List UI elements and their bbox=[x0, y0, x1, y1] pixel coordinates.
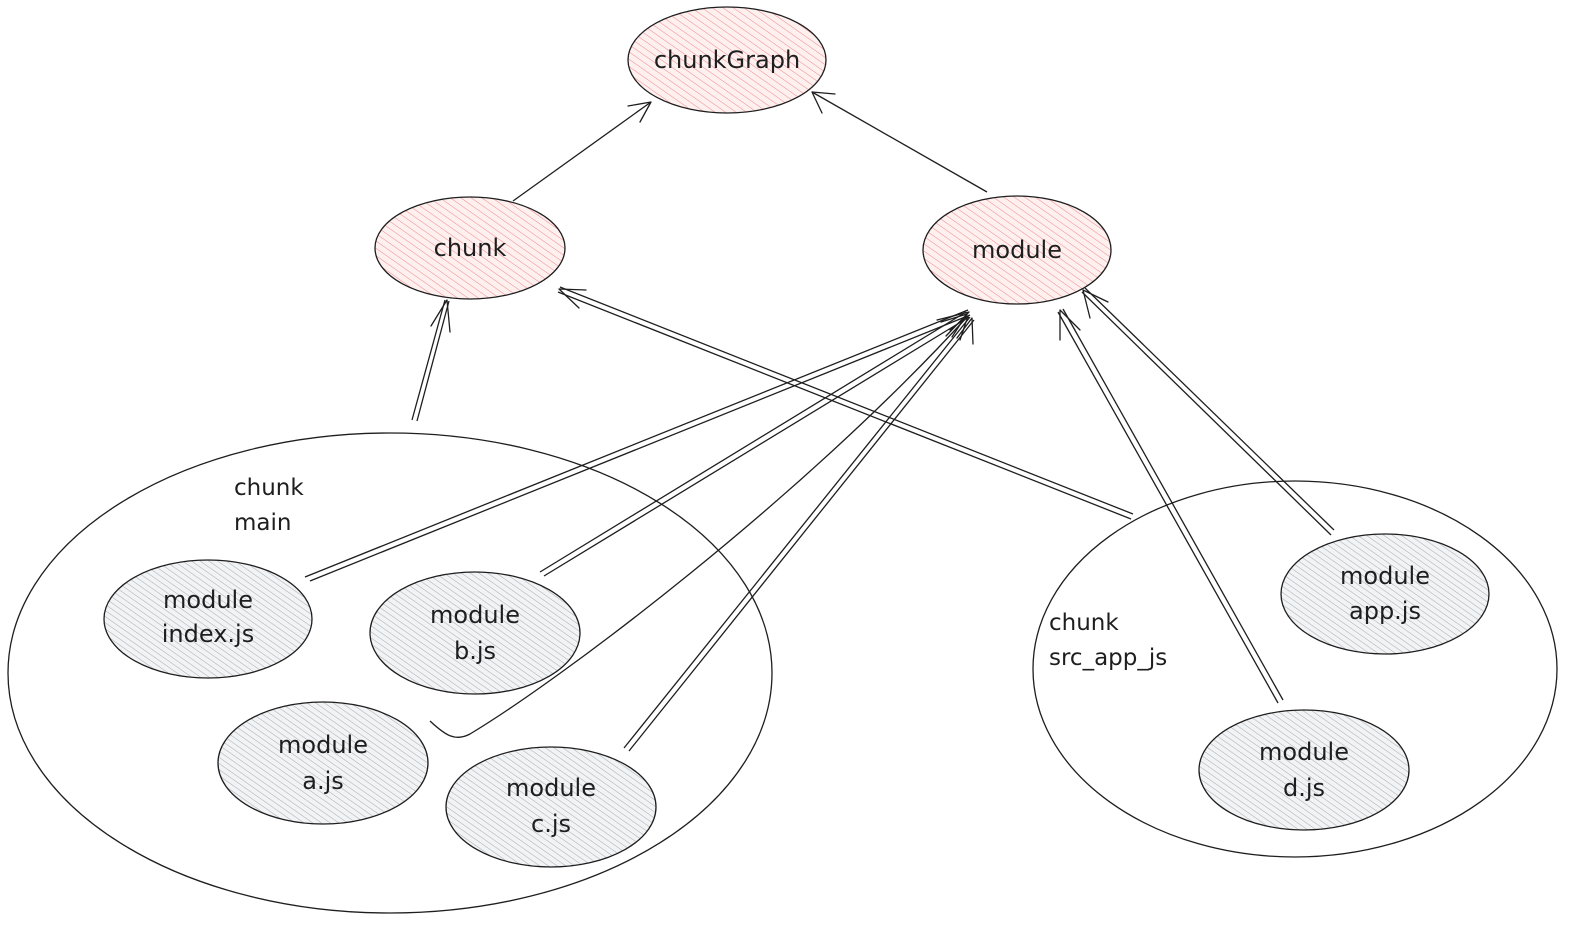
module-a-line1: module bbox=[278, 731, 368, 759]
edge-chunk-src-app-to-chunk bbox=[557, 286, 1134, 520]
edge-module-to-chunkgraph bbox=[811, 91, 988, 193]
group-src-app-title-line1: chunk bbox=[1049, 610, 1119, 636]
edges bbox=[304, 91, 1335, 752]
module-b-line1: module bbox=[430, 601, 520, 629]
module-c-line2: c.js bbox=[531, 810, 571, 838]
edge-c-to-module bbox=[623, 316, 975, 752]
module-index-js: module index.js bbox=[103, 559, 313, 679]
edge-a-to-module bbox=[429, 315, 969, 738]
module-app-line1: module bbox=[1340, 562, 1430, 590]
node-module-label: module bbox=[972, 236, 1062, 264]
module-c-js: module c.js bbox=[445, 746, 657, 868]
module-a-line2: a.js bbox=[302, 767, 344, 795]
module-b-js: module b.js bbox=[369, 571, 581, 695]
group-main-title-line1: chunk bbox=[234, 475, 304, 501]
group-chunk-src-app: chunk src_app_js bbox=[1032, 480, 1558, 858]
edge-b-to-module bbox=[539, 311, 970, 577]
module-index-line1: module bbox=[163, 586, 253, 614]
node-chunk: chunk bbox=[374, 196, 566, 300]
module-d-line2: d.js bbox=[1283, 774, 1325, 802]
node-module: module bbox=[922, 195, 1112, 305]
node-chunkgraph: chunkGraph bbox=[627, 6, 827, 114]
module-d-js: module d.js bbox=[1198, 709, 1410, 831]
group-main-title-line2: main bbox=[234, 510, 291, 536]
module-b-line2: b.js bbox=[454, 637, 496, 665]
group-src-app-title-line2: src_app_js bbox=[1049, 645, 1167, 671]
edge-chunk-main-to-chunk bbox=[411, 299, 451, 422]
module-a-js: module a.js bbox=[217, 701, 429, 825]
node-chunk-label: chunk bbox=[434, 234, 507, 262]
module-c-line1: module bbox=[506, 774, 596, 802]
module-d-line1: module bbox=[1259, 738, 1349, 766]
edge-app-to-module bbox=[1081, 287, 1335, 536]
node-chunkgraph-label: chunkGraph bbox=[654, 46, 800, 74]
module-app-js: module app.js bbox=[1280, 533, 1490, 655]
module-index-line2: index.js bbox=[162, 620, 254, 648]
module-app-line2: app.js bbox=[1349, 597, 1421, 625]
edge-index-to-module bbox=[304, 309, 971, 582]
group-chunk-main: chunk main bbox=[7, 432, 773, 914]
edge-chunk-to-chunkgraph bbox=[512, 101, 652, 202]
edge-d-to-module bbox=[1057, 308, 1284, 704]
